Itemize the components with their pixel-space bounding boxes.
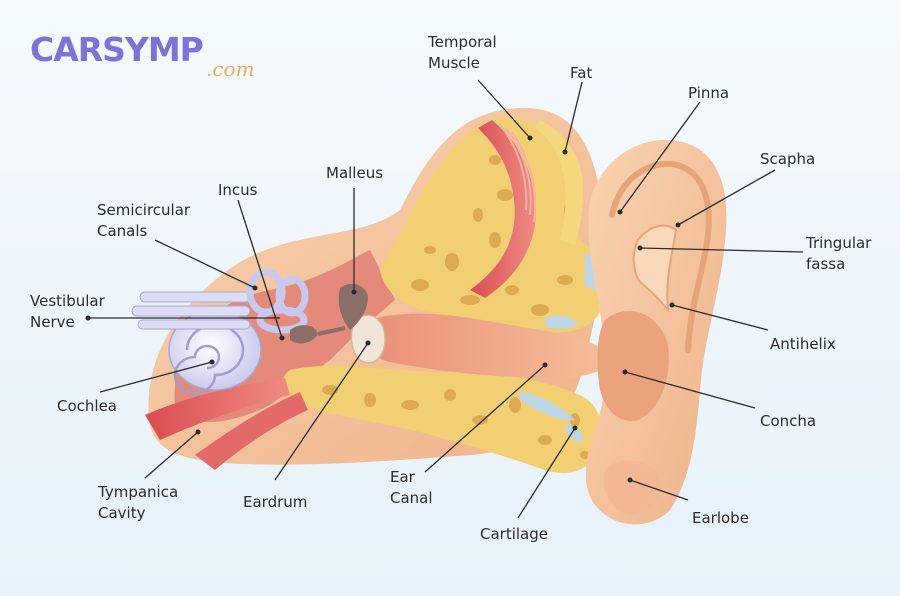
incus-bone xyxy=(290,325,318,344)
ear-canal xyxy=(366,313,612,378)
label-ear-canal: Ear Canal xyxy=(390,468,433,507)
label-eardrum: Eardrum xyxy=(243,493,308,511)
label-vestibular-nerve: Vestibular Nerve xyxy=(30,292,105,331)
logo-domain: .com xyxy=(206,57,255,81)
eardrum xyxy=(350,314,386,364)
label-earlobe: Earlobe xyxy=(692,509,749,527)
leader-lines xyxy=(88,79,804,519)
earlobe-shape xyxy=(603,460,660,515)
concha-shape xyxy=(597,310,669,421)
lower-muscle-2 xyxy=(195,392,308,470)
label-semicircular-canals: Semicircular Canals xyxy=(97,201,191,240)
label-malleus: Malleus xyxy=(326,164,384,182)
label-concha: Concha xyxy=(760,412,817,430)
label-incus: Incus xyxy=(218,181,258,199)
label-tringular-fassa: Tringular fassa xyxy=(806,234,872,273)
label-antihelix: Antihelix xyxy=(770,335,836,353)
label-fat: Fat xyxy=(570,64,593,82)
bone-pores xyxy=(322,155,590,459)
vestibular-nerve-illustration xyxy=(131,291,251,330)
label-cochlea: Cochlea xyxy=(57,397,117,415)
leader-dots xyxy=(85,135,681,483)
label-temporal-muscle: Temporal Muscle xyxy=(428,33,497,72)
malleus-bone xyxy=(338,283,368,330)
semicircular-canals-illustration xyxy=(246,268,309,334)
temporal-bone-upper xyxy=(380,117,606,333)
logo-wordmark: CARSYMP xyxy=(30,30,204,69)
helix-rim xyxy=(609,160,712,353)
lower-muscle xyxy=(145,378,290,440)
label-scapha: Scapha xyxy=(760,150,816,168)
antihelix-shape xyxy=(632,224,678,314)
temporal-muscle xyxy=(470,120,536,298)
label-cartilage: Cartilage xyxy=(480,525,548,543)
label-pinna: Pinna xyxy=(688,84,730,102)
ossicles xyxy=(290,283,368,344)
fat-layer xyxy=(535,120,583,245)
label-tympanica-cavity: Tympanica Cavity xyxy=(98,483,179,522)
